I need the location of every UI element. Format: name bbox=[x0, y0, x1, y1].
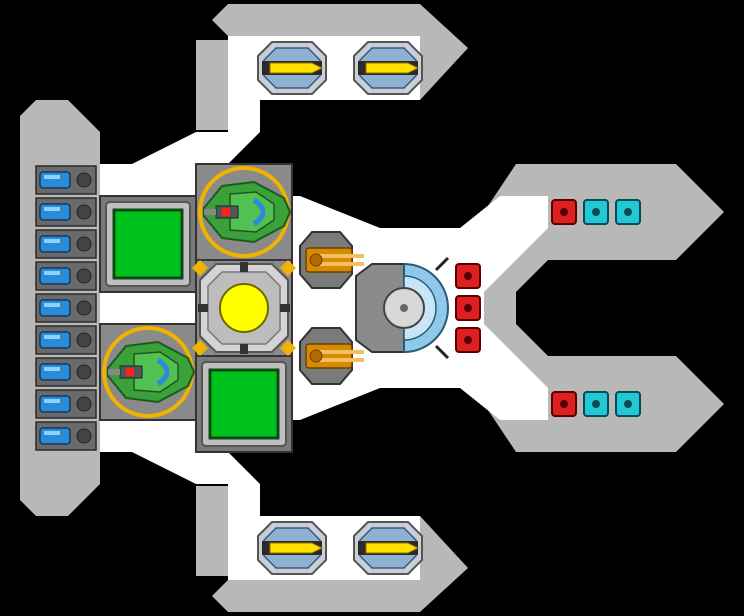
battery-cell-icon bbox=[35, 421, 97, 451]
battery-cell-icon bbox=[35, 261, 97, 291]
reactor-core[interactable] bbox=[192, 259, 296, 357]
cyan-armor-module-icon[interactable] bbox=[615, 199, 641, 225]
cyan-armor-module-icon[interactable] bbox=[583, 199, 609, 225]
fighter-bay-bottom[interactable] bbox=[99, 323, 197, 421]
cyan-armor-module-icon[interactable] bbox=[615, 391, 641, 417]
missile-pod-icon[interactable] bbox=[257, 521, 327, 575]
battery-cell-icon bbox=[35, 229, 97, 259]
red-armor-module-icon[interactable] bbox=[455, 327, 481, 353]
battery-column bbox=[35, 165, 97, 451]
red-armor-module-icon[interactable] bbox=[455, 263, 481, 289]
missile-pod-icon[interactable] bbox=[353, 41, 423, 95]
center-armor-modules bbox=[455, 263, 481, 353]
battery-cell-icon bbox=[35, 389, 97, 419]
battery-cell-icon bbox=[35, 165, 97, 195]
missile-pod-icon[interactable] bbox=[257, 41, 327, 95]
battery-cell-icon bbox=[35, 357, 97, 387]
red-armor-module-icon[interactable] bbox=[455, 295, 481, 321]
cargo-panel-top[interactable] bbox=[99, 195, 197, 293]
shield-generator[interactable] bbox=[355, 256, 450, 360]
battery-cell-icon bbox=[35, 197, 97, 227]
missile-pod-icon[interactable] bbox=[353, 521, 423, 575]
reactor-core-icon bbox=[219, 283, 269, 333]
red-armor-module-icon[interactable] bbox=[551, 199, 577, 225]
cargo-panel-bottom[interactable] bbox=[195, 355, 293, 453]
battery-cell-icon bbox=[35, 325, 97, 355]
cyan-armor-module-icon[interactable] bbox=[583, 391, 609, 417]
fighter-bay-top[interactable] bbox=[195, 163, 293, 261]
red-armor-module-icon[interactable] bbox=[551, 391, 577, 417]
battery-cell-icon bbox=[35, 293, 97, 323]
right-arm-top-modules bbox=[551, 199, 641, 225]
right-arm-bottom-modules bbox=[551, 391, 641, 417]
